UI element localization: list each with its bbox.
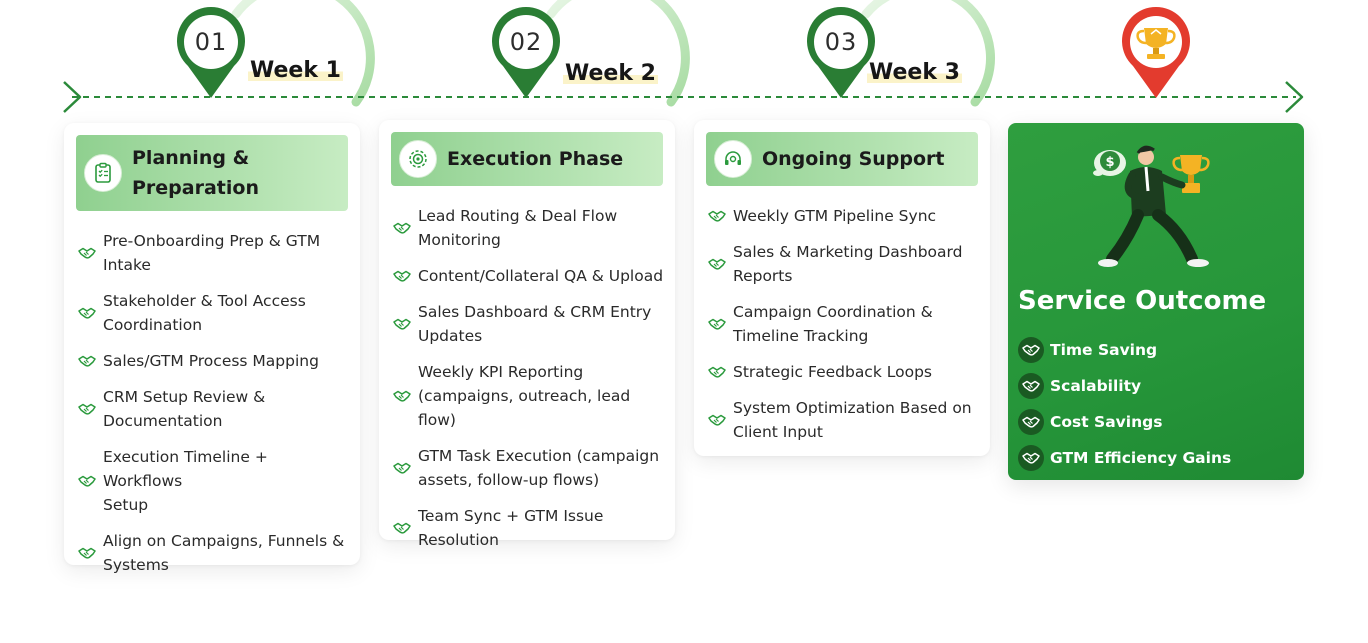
week-label-2: Week 2 bbox=[563, 61, 658, 86]
handshake-icon bbox=[393, 316, 413, 332]
handshake-icon bbox=[708, 364, 728, 380]
handshake-icon bbox=[78, 353, 98, 369]
list-item: Strategic Feedback Loops bbox=[708, 360, 980, 384]
svg-text:$: $ bbox=[1105, 155, 1114, 170]
arrow-right-icon bbox=[1285, 81, 1304, 113]
phase-header: Execution Phase bbox=[391, 132, 663, 186]
phase-item-list: Weekly GTM Pipeline Sync Sales & Marketi… bbox=[708, 204, 980, 456]
timeline bbox=[63, 0, 1304, 113]
outcome-item: GTM Efficiency Gains bbox=[1018, 445, 1231, 471]
handshake-icon bbox=[78, 245, 98, 261]
phase-card-planning: Planning & Preparation Pre-Onboarding Pr… bbox=[64, 123, 360, 574]
phase-title: Execution Phase bbox=[447, 148, 624, 170]
pin-number-1: 01 bbox=[194, 28, 228, 56]
arc-decoration-3 bbox=[861, 0, 996, 107]
phase-header: Ongoing Support bbox=[706, 132, 978, 186]
handshake-icon bbox=[78, 401, 98, 417]
arc-decoration-2 bbox=[546, 0, 690, 107]
trophy-icon bbox=[1136, 28, 1176, 59]
service-outcome-card: $ Service Outcome Time Saving Scalabilit… bbox=[1008, 123, 1304, 480]
list-item: Weekly GTM Pipeline Sync bbox=[708, 204, 980, 228]
handshake-icon bbox=[1018, 409, 1044, 435]
phase-card-ongoing: Ongoing Support Weekly GTM Pipeline Sync… bbox=[694, 120, 990, 456]
week-label-1: Week 1 bbox=[248, 58, 343, 83]
handshake-icon bbox=[78, 305, 98, 321]
handshake-icon bbox=[393, 520, 413, 536]
handshake-icon bbox=[393, 268, 413, 284]
gear-target-icon bbox=[399, 140, 437, 178]
handshake-icon bbox=[708, 256, 728, 272]
outcome-item: Cost Savings bbox=[1018, 409, 1231, 435]
phase-card-execution: Execution Phase Lead Routing & Deal Flow… bbox=[379, 120, 675, 549]
list-item: Campaign Coordination &Timeline Tracking bbox=[708, 300, 980, 348]
handshake-icon bbox=[708, 208, 728, 224]
list-item: Sales/GTM Process Mapping bbox=[78, 349, 350, 373]
arrow-left-icon bbox=[63, 81, 82, 113]
handshake-icon bbox=[1018, 337, 1044, 363]
money-bubble-icon: $ bbox=[1093, 150, 1126, 176]
pin-2 bbox=[492, 6, 560, 98]
handshake-icon bbox=[393, 220, 413, 236]
clipboard-icon bbox=[84, 154, 122, 192]
handshake-icon bbox=[1018, 373, 1044, 399]
pin-3 bbox=[807, 6, 875, 99]
handshake-icon bbox=[78, 473, 98, 489]
outcome-list: Time Saving Scalability Cost Savings GTM… bbox=[1018, 337, 1231, 481]
trophy-icon bbox=[1172, 155, 1210, 193]
phase-title: Planning & Preparation bbox=[132, 147, 259, 199]
outcome-item: Time Saving bbox=[1018, 337, 1231, 363]
list-item: Weekly KPI Reporting(campaigns, outreach… bbox=[393, 360, 665, 432]
handshake-icon bbox=[1018, 445, 1044, 471]
phase-title: Ongoing Support bbox=[762, 148, 945, 170]
handshake-icon bbox=[393, 460, 413, 476]
handshake-icon bbox=[708, 316, 728, 332]
headset-icon bbox=[714, 140, 752, 178]
phase-header: Planning & Preparation bbox=[76, 135, 348, 211]
list-item: Align on Campaigns, Funnels &Systems bbox=[78, 529, 350, 577]
week-label-3: Week 3 bbox=[867, 60, 962, 85]
handshake-icon bbox=[708, 412, 728, 428]
pin-number-2: 02 bbox=[509, 28, 543, 56]
arc-decoration-1 bbox=[231, 0, 375, 107]
outcome-title: Service Outcome bbox=[1018, 286, 1267, 316]
list-item: Content/Collateral QA & Upload bbox=[393, 264, 665, 288]
pin-1 bbox=[176, 6, 245, 98]
handshake-icon bbox=[393, 388, 413, 404]
outcome-item: Scalability bbox=[1018, 373, 1231, 399]
person-illustration: $ bbox=[1093, 145, 1210, 267]
pin-number-3: 03 bbox=[824, 28, 858, 56]
list-item: CRM Setup Review &Documentation bbox=[78, 385, 350, 433]
pin-final bbox=[1122, 6, 1190, 99]
handshake-icon bbox=[78, 545, 98, 561]
